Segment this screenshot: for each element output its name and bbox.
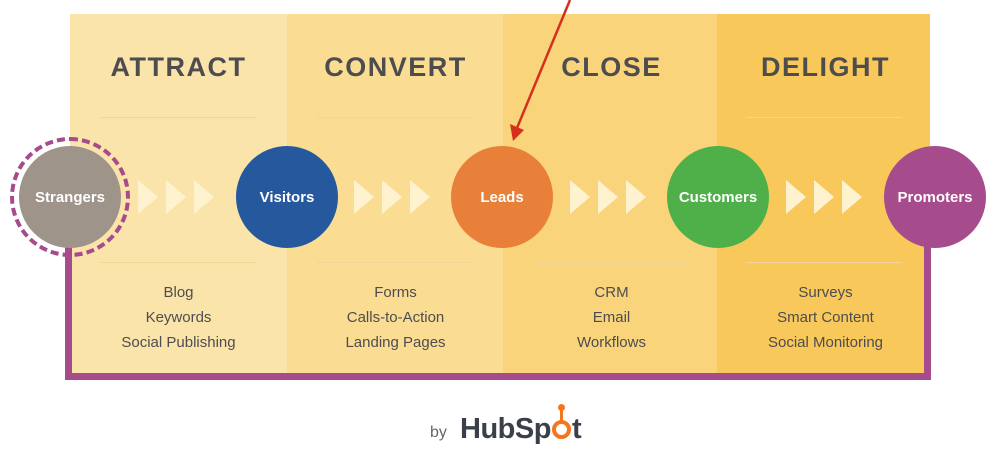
chevron-right-icon [842, 180, 862, 214]
tool-item: CRM [594, 284, 629, 301]
node-strangers: Strangers [19, 146, 121, 248]
divider-line [533, 117, 689, 118]
chevron-right-icon [194, 180, 214, 214]
divider-line [746, 117, 902, 118]
node-label: Leads [480, 188, 524, 206]
tool-item: Calls-to-Action [346, 309, 445, 326]
node-label: Promoters [897, 188, 973, 206]
node-label: Visitors [259, 188, 315, 206]
divider-line [533, 262, 689, 263]
promoter-feedback-loop [65, 238, 931, 380]
by-label: by [430, 424, 447, 441]
tool-item: Email [592, 309, 631, 326]
divider-line [100, 117, 256, 118]
chevron-right-icon [570, 180, 590, 214]
node-visitors: Visitors [236, 146, 338, 248]
strangers-dashed-ring [10, 137, 130, 257]
tool-item: Social Publishing [121, 334, 236, 351]
sprocket-icon [551, 404, 571, 439]
node-promoters: Promoters [884, 146, 986, 248]
tool-item: Forms [374, 284, 417, 301]
stage-title-attract: ATTRACT [110, 52, 247, 82]
tool-item: Landing Pages [345, 334, 446, 351]
tool-item: Surveys [798, 284, 853, 301]
logo-text: Hub [460, 413, 515, 445]
tool-item: Blog [163, 284, 194, 301]
tool-list-convert: Forms Calls-to-Action Landing Pages [287, 280, 504, 355]
stage-title-delight: DELIGHT [761, 52, 890, 82]
chevron-right-icon [598, 180, 618, 214]
node-label: Customers [678, 188, 758, 206]
divider-line [746, 262, 902, 263]
node-customers: Customers [667, 146, 769, 248]
tool-item: Smart Content [777, 309, 874, 326]
logo-text-s: S [514, 413, 534, 445]
tool-item: Keywords [145, 309, 212, 326]
divider-line [317, 117, 473, 118]
stage-title-close: CLOSE [561, 52, 662, 82]
tool-list-attract: Blog Keywords Social Publishing [70, 280, 287, 355]
node-leads: Leads [451, 146, 553, 248]
chevron-right-icon [138, 180, 158, 214]
chevron-right-icon [354, 180, 374, 214]
chevron-right-icon [410, 180, 430, 214]
logo-text-p: p [533, 413, 552, 445]
tool-list-delight: Surveys Smart Content Social Monitoring [717, 280, 934, 355]
chevron-right-icon [814, 180, 834, 214]
tool-item: Workflows [577, 334, 646, 351]
node-label: Strangers [34, 188, 106, 206]
chevron-right-icon [166, 180, 186, 214]
divider-line [317, 262, 473, 263]
divider-line [100, 262, 256, 263]
logo-text: t [571, 413, 582, 445]
stage-title-convert: CONVERT [324, 52, 467, 82]
chevron-right-icon [626, 180, 646, 214]
annotation-arrow-icon [510, 0, 572, 141]
chevron-right-icon [382, 180, 402, 214]
tool-list-close: CRM Email Workflows [503, 280, 720, 355]
tool-item: Social Monitoring [767, 334, 884, 351]
chevron-right-icon [786, 180, 806, 214]
